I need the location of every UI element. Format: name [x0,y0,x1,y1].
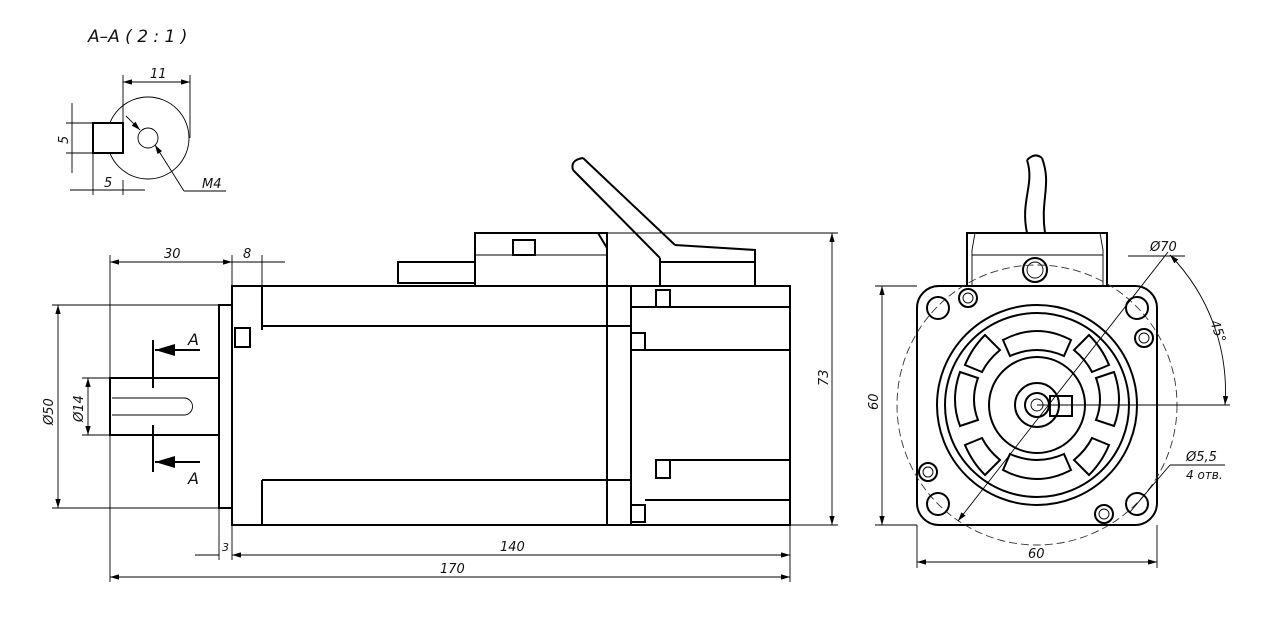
section-mark-top: A [187,330,199,349]
shaft [109,377,220,436]
dim-73: 73 [817,369,832,386]
section-title: A–A ( 2 : 1 ) [87,27,187,47]
dim-11: 11 [150,67,167,82]
front-view: Ø70 45° Ø5,5 4 отв. 60 60 [867,154,1230,568]
thread-hole [137,127,159,149]
dim-5-vertical: 5 [57,136,72,144]
dim-8: 8 [243,247,251,262]
dim-170: 170 [440,562,465,577]
dim-hole-dia: Ø5,5 [1185,450,1217,465]
keyway [112,397,193,416]
section-mark-bottom: A [187,469,199,488]
screws [918,288,1154,524]
motor-body [231,285,791,526]
connector [474,232,608,287]
dim-hole-count: 4 отв. [1186,468,1223,482]
dim-dia-14: Ø14 [72,395,87,423]
thread-label: M4 [202,177,222,192]
dim-dia-70: Ø70 [1149,240,1177,255]
key-front [1049,395,1073,417]
side-view: A A 30 8 Ø50 Ø14 73 3 140 170 [42,157,838,582]
front-flange [916,285,1158,526]
cable-end [1024,154,1048,234]
mounting-holes [926,296,1149,516]
dim-3: 3 [222,541,229,554]
flange [218,304,233,509]
dim-60-horizontal: 60 [1028,547,1045,562]
cable [571,157,676,259]
dim-angle-45: 45° [1206,318,1228,345]
key-section [92,122,124,154]
dim-5-horizontal: 5 [104,176,112,191]
dim-30: 30 [164,247,181,262]
section-a-a: A–A ( 2 : 1 ) 11 5 5 M4 [57,27,226,195]
dim-dia-50: Ø50 [42,398,57,426]
dim-140: 140 [500,540,525,555]
dim-60-vertical: 60 [867,393,882,410]
